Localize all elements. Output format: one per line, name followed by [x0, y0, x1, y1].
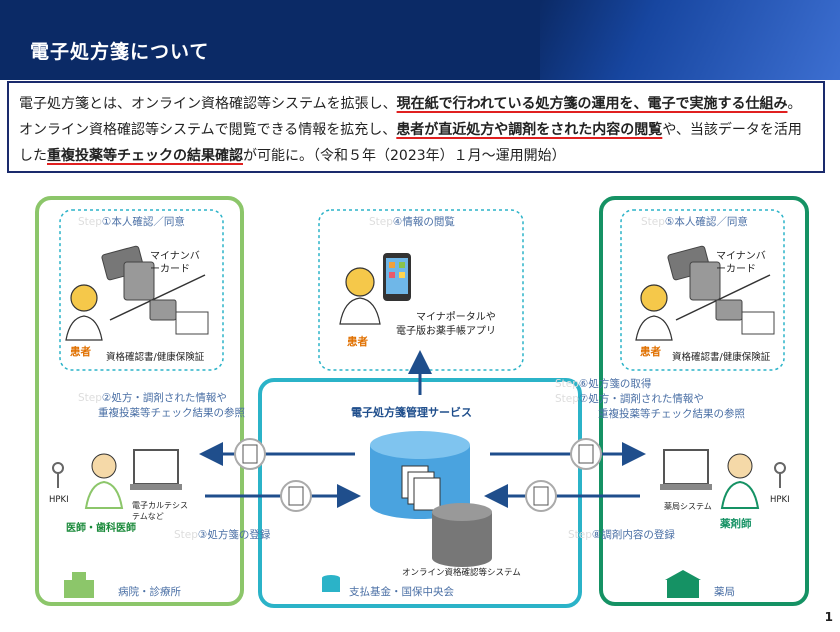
doctor-icon: [84, 453, 124, 509]
patient-label-left: 患者: [70, 346, 91, 358]
hospital-label: 病院・診療所: [118, 586, 181, 598]
patient-icon-top: [339, 267, 381, 325]
ekarte-computer-icon: [130, 449, 182, 490]
document-icon-step2: [234, 438, 266, 470]
mynumber-card-icon-right: [667, 245, 721, 301]
summary-highlight-2: 患者が直近処方や調剤をされた内容の閲覧: [396, 122, 663, 138]
smartphone-icon: [383, 253, 411, 301]
step5-prefix: Step: [641, 216, 665, 228]
step5-label: Step⑤本人確認／同意: [641, 214, 748, 229]
document-icon-step6: [570, 438, 602, 470]
step8-prefix: Step: [568, 529, 592, 541]
pharmacy-label: 薬局: [714, 586, 735, 598]
step1-text: ①本人確認／同意: [101, 216, 185, 228]
step3-prefix: Step: [174, 529, 198, 541]
mynumber-card-icon-left: [101, 245, 155, 301]
summary-text-2: 。オンライン資格確認等システムで閲覧できる情報を拡充し、: [19, 96, 802, 138]
pharmacist-label: 薬剤師: [720, 518, 752, 530]
header-decoration: [540, 0, 840, 80]
step2-text-1: ②処方・調剤された情報や: [101, 392, 227, 404]
pharmacy-system-label: 薬局システム: [664, 502, 712, 511]
step7-label: Step⑦処方・調剤された情報や: [555, 391, 704, 406]
step2-label-line2: 重複投薬等チェック結果の参照: [98, 407, 245, 419]
patient-label-right: 患者: [640, 346, 661, 358]
step4-text: ④情報の閲覧: [392, 216, 455, 228]
step1-prefix: Step: [78, 216, 102, 228]
summary-text-4: が可能に。（令和５年（2023年）１月～運用開始）: [243, 148, 566, 164]
step8-label: Step⑧調剤内容の登録: [568, 527, 675, 542]
hpki-key-icon-right: [774, 462, 786, 488]
step6-label: Step⑥処方箋の取得: [555, 376, 651, 391]
step3-label: Step③処方箋の登録: [174, 527, 270, 542]
step4-box: [318, 209, 524, 371]
hospital-icon: [64, 572, 94, 598]
document-icon-step3: [280, 480, 312, 512]
step4-label: Step④情報の閲覧: [369, 214, 455, 229]
summary-box: 電子処方箋とは、オンライン資格確認等システムを拡張し、現在紙で行われている処方箋…: [7, 81, 825, 173]
step4-prefix: Step: [369, 216, 393, 228]
org-label: 支払基金・国保中央会: [349, 586, 454, 598]
portal-label-line2: 電子版お薬手帳アプリ: [396, 326, 496, 337]
insurance-card-label-left: 資格確認書/健康保険証: [106, 352, 205, 363]
step7-label-line2: 重複投薬等チェック結果の参照: [598, 408, 745, 420]
pharmacy-building-icon: [665, 570, 701, 598]
insurance-card-icon-left: [149, 299, 209, 335]
insurance-card-icon-right: [715, 299, 775, 335]
step2-prefix: Step: [78, 392, 102, 404]
step1-label: Step①本人確認／同意: [78, 214, 185, 229]
service-label: 電子処方箋管理サービス: [351, 406, 472, 419]
page-number: 1: [824, 610, 833, 624]
mynumber-card-label-left: マイナンバーカード: [150, 251, 200, 275]
pharmacist-icon: [720, 453, 760, 509]
divider-line-left: [109, 274, 206, 321]
pharmacy-panel-border: [599, 196, 809, 606]
hpki-key-icon-left: [52, 462, 64, 488]
summary-text-3: や、当該データを活用した: [19, 122, 802, 164]
step6-prefix: Step: [555, 378, 579, 390]
patient-label-top: 患者: [347, 336, 368, 348]
insurance-card-label-right: 資格確認書/健康保険証: [672, 352, 771, 363]
hospital-panel-border: [35, 196, 244, 606]
pharmacy-computer-icon: [660, 449, 712, 490]
patient-icon-left: [65, 284, 103, 341]
documents-stack-icon: [401, 465, 441, 511]
portal-label-line1: マイナポータルや: [416, 312, 496, 323]
summary-highlight-3: 重複投薬等チェックの結果確認: [47, 148, 243, 164]
step7-text-1: ⑦処方・調剤された情報や: [578, 393, 704, 405]
step7-prefix: Step: [555, 393, 579, 405]
page-title: 電子処方箋について: [30, 41, 210, 63]
hpki-label-right: HPKI: [770, 495, 790, 505]
step5-text: ⑤本人確認／同意: [664, 216, 748, 228]
database-icon-onshi: [432, 503, 492, 567]
mynumber-card-label-right: マイナンバーカード: [716, 251, 766, 275]
doctor-label: 医師・歯科医師: [66, 523, 136, 534]
step6-text: ⑥処方箋の取得: [578, 378, 652, 390]
step2-label: Step②処方・調剤された情報や: [78, 390, 227, 405]
patient-icon-right: [635, 284, 673, 341]
document-icon-step8: [525, 480, 557, 512]
step8-text: ⑧調剤内容の登録: [591, 529, 675, 541]
payment-org-icon: [322, 575, 340, 592]
onshi-label: オンライン資格確認等システム: [402, 568, 521, 578]
summary-text-1: 電子処方箋とは、オンライン資格確認等システムを拡張し、: [19, 96, 397, 112]
hpki-label-left: HPKI: [49, 495, 69, 505]
step3-text: ③処方箋の登録: [197, 529, 271, 541]
divider-line-right: [675, 274, 771, 321]
ekarte-label: 電子カルテシステムなど: [132, 501, 188, 521]
summary-highlight-1: 現在紙で行われている処方箋の運用を、電子で実施する仕組み: [396, 96, 788, 112]
